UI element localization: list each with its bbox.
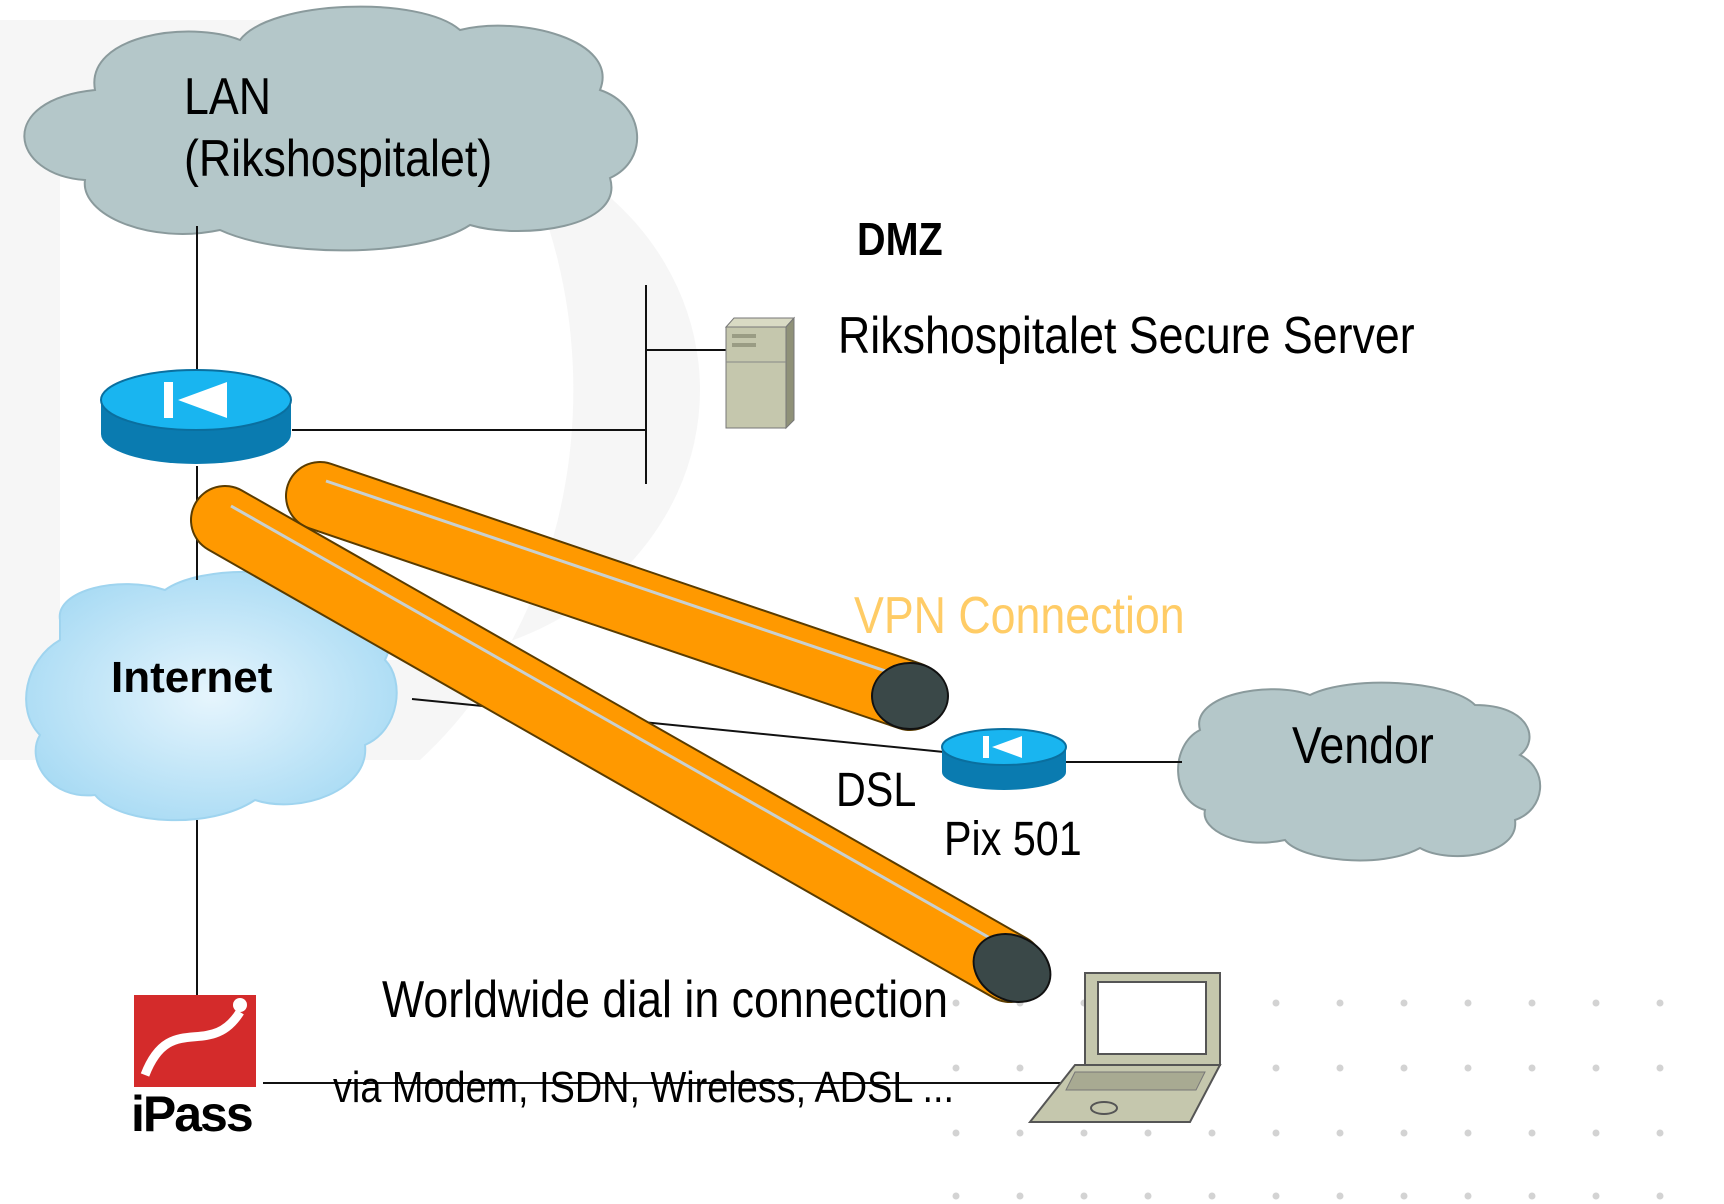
lan-cloud [23,5,639,252]
grid-dot [1528,1129,1536,1137]
vpn-tunnel-vendor [285,461,949,731]
internet-label: Internet [111,653,273,702]
grid-dot [1336,1129,1344,1137]
grid-dot [1592,1129,1600,1137]
grid-dot [1528,1064,1536,1072]
grid-dot [1144,1129,1152,1137]
grid-dot [1400,1129,1408,1137]
grid-dot [1336,1064,1344,1072]
grid-dot [1400,1064,1408,1072]
grid-dot [952,999,960,1007]
grid-dot [1080,1192,1088,1200]
vendor-label: Vendor [1292,717,1434,775]
laptop-icon [1027,972,1222,1123]
dsl-label: DSL [836,764,917,817]
grid-dot [1592,999,1600,1007]
grid-dot [1336,1192,1344,1200]
grid-dot [1464,1129,1472,1137]
lan-subtitle: (Rikshospitalet) [184,130,493,188]
grid-dot [1464,1064,1472,1072]
connection-lines [196,226,1182,1084]
server-tower-icon [724,316,796,430]
grid-dot [1528,1192,1536,1200]
grid-dot [1016,1064,1024,1072]
grid-dot [1400,999,1408,1007]
ipass-label: iPass [131,1086,254,1142]
grid-dot [1528,999,1536,1007]
grid-dot [1208,1129,1216,1137]
grid-dot [952,1192,960,1200]
dial-methods-label: via Modem, ISDN, Wireless, ADSL ... [333,1063,955,1112]
worldwide-dial-label: Worldwide dial in connection [382,971,948,1029]
grid-dot [1016,1129,1024,1137]
vendor-cloud [1177,681,1542,862]
grid-dot [1656,999,1664,1007]
grid-dot [1208,1192,1216,1200]
grid-dot [1016,1192,1024,1200]
grid-dot [952,1064,960,1072]
grid-dot [1592,1192,1600,1200]
grid-dot [1464,1192,1472,1200]
grid-dot [952,1129,960,1137]
pix-label: Pix 501 [944,813,1082,866]
grid-dot [1656,1064,1664,1072]
lan-label: LAN (Rikshospitalet) [184,66,492,190]
grid-dot [1272,999,1280,1007]
dot-grid [952,999,1664,1200]
grid-dot [1144,1192,1152,1200]
internet-cloud [25,570,398,822]
vpn-connection-label: VPN Connection [854,587,1185,645]
grid-dot [1272,1192,1280,1200]
grid-dot [1272,1064,1280,1072]
lan-title: LAN [184,68,271,126]
grid-dot [1080,1129,1088,1137]
grid-dot [1592,1064,1600,1072]
vpn-tunnel-laptop [190,485,1052,1003]
grid-dot [1336,999,1344,1007]
router-icon [100,369,292,464]
ipass-logo-icon [134,995,256,1087]
grid-dot [1272,1129,1280,1137]
grid-dot [1400,1192,1408,1200]
grid-dot [1656,1192,1664,1200]
dmz-label: DMZ [857,213,943,265]
pix-firewall-icon [941,728,1067,790]
grid-dot [1464,999,1472,1007]
grid-dot [1656,1129,1664,1137]
secure-server-label: Rikshospitalet Secure Server [838,307,1415,365]
